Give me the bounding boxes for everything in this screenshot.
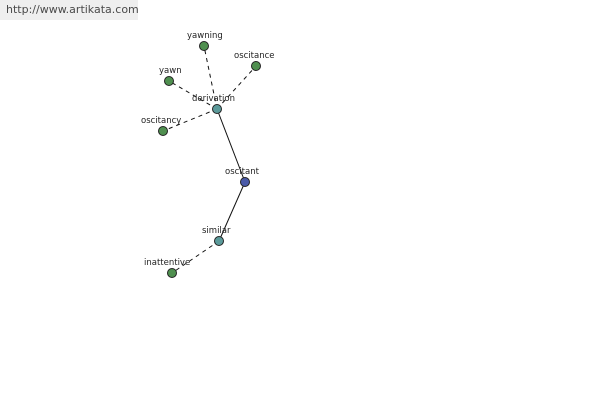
node-yawn[interactable]: [164, 76, 174, 86]
node-label-derivation[interactable]: derivation: [192, 94, 235, 104]
node-derivation[interactable]: [212, 104, 222, 114]
edge-derivation-yawning: [203, 45, 218, 110]
graph-nodes: [158, 41, 261, 278]
edge-oscitant-similar: [218, 181, 246, 242]
node-label-oscitance[interactable]: oscitance: [234, 51, 275, 61]
node-oscitance[interactable]: [251, 61, 261, 71]
node-label-yawn[interactable]: yawn: [159, 66, 182, 76]
node-label-oscitancy[interactable]: oscitancy: [141, 116, 181, 126]
watermark-url: http://www.artikata.com: [0, 0, 139, 20]
edge-derivation-yawn: [168, 80, 218, 110]
node-inattentive[interactable]: [167, 268, 177, 278]
edge-oscitant-derivation: [216, 108, 246, 183]
node-oscitant[interactable]: [240, 177, 250, 187]
node-label-similar[interactable]: similar: [202, 226, 231, 236]
node-label-yawning[interactable]: yawning: [187, 31, 223, 41]
node-oscitancy[interactable]: [158, 126, 168, 136]
edge-derivation-oscitance: [216, 65, 257, 110]
edge-similar-inattentive: [171, 240, 220, 274]
node-yawning[interactable]: [199, 41, 209, 51]
edge-derivation-oscitancy: [162, 108, 218, 132]
node-similar[interactable]: [214, 236, 224, 246]
graph-edges: [162, 45, 257, 274]
graph-labels: oscitant derivation similar yawning oscitanc…: [141, 31, 275, 268]
node-label-inattentive[interactable]: inattentive: [144, 258, 190, 268]
node-label-oscitant[interactable]: oscitant: [225, 167, 260, 177]
